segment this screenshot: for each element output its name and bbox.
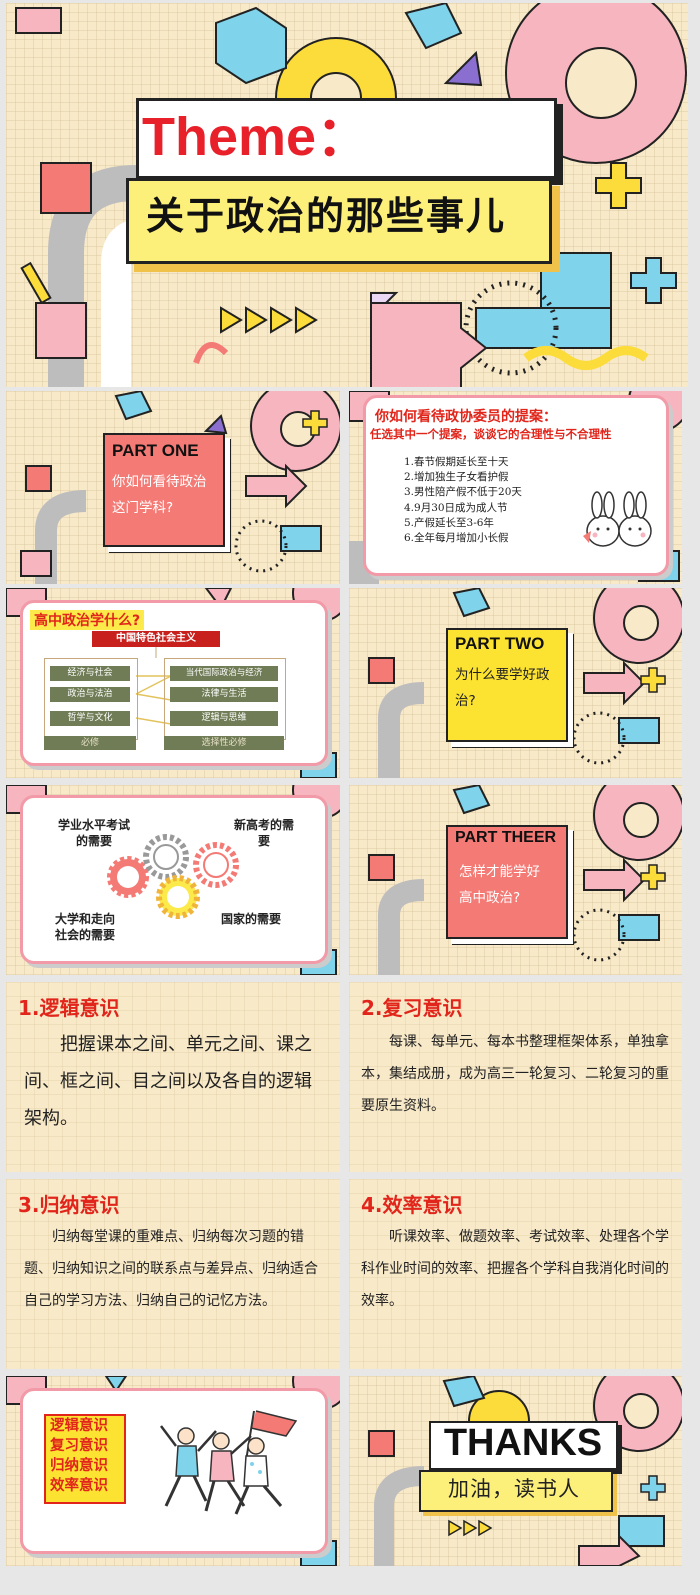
thanks-slide: THANKS 加油，读书人 <box>349 1376 682 1566</box>
theme-heading: Theme： <box>142 107 370 167</box>
part-one-label: PART ONE <box>112 441 199 460</box>
curriculum-slide: 高中政治学什么? 中国特色社会主义 经济与社会 政治与法治 哲学与文化 当代国际… <box>6 588 340 778</box>
gears-graphic <box>107 834 239 919</box>
elective-subject: 法律与生活 <box>170 687 278 702</box>
part-two-decoration <box>368 588 682 778</box>
section-title: 4.效率意识 <box>361 1193 463 1217</box>
part-three-slide: PART THEER 怎样才能学好高中政治? <box>349 785 682 975</box>
needs-slide: 学业水平考试的需要 新高考的需要 大学和走向社会的需要 国家的需要 <box>6 785 340 975</box>
required-subject: 哲学与文化 <box>50 711 130 726</box>
part-three-question: 怎样才能学好高中政治? <box>459 864 540 906</box>
section-body: 每课、每单元、每本书整理框架体系，单独拿本，集结成册，成为高三一轮复习、二轮复习… <box>361 1034 669 1114</box>
proposal-item: 3.男性陪产假不低于20天 <box>404 486 522 499</box>
theme-colon: ： <box>316 107 371 167</box>
summary-slide: 逻辑意识 复习意识 归纳意识 效率意识 <box>6 1376 340 1566</box>
proposal-title: 你如何看待政协委员的提案： <box>375 409 557 425</box>
proposal-slide: 你如何看待政协委员的提案： 任选其中一个提案，谈谈它的合理性与不合理性 1.春节… <box>349 391 682 584</box>
thanks-title-box <box>429 1421 618 1470</box>
need-label: 新高考的需要 <box>234 818 295 848</box>
required-subject: 政治与法治 <box>50 687 130 702</box>
section-induction-slide: 3.归纳意识 归纳每堂课的重难点、归纳每次习题的错题、归纳知识之间的联系点与差异… <box>6 1179 340 1369</box>
required-label: 必修 <box>44 736 136 750</box>
curriculum-banner: 中国特色社会主义 <box>92 631 220 647</box>
part-two-slide: PART TWO 为什么要学好政治? <box>349 588 682 778</box>
thanks-subtitle-box <box>419 1470 613 1512</box>
part-two-card <box>446 628 568 742</box>
thanks-title: THANKS <box>443 1422 603 1464</box>
thanks-subtitle: 加油，读书人 <box>448 1477 580 1501</box>
section-logic-slide: 1.逻辑意识 把握课本之间、单元之间、课之间、框之间、目之间以及各自的逻辑架构。 <box>6 982 340 1172</box>
proposal-item: 5.产假延长至3-6年 <box>404 516 494 529</box>
summary-list: 逻辑意识 复习意识 归纳意识 效率意识 <box>50 1416 108 1496</box>
section-body: 听课效率、做题效率、考试效率、处理各个学科作业时间的效率、把握各个学科自我消化时… <box>361 1229 669 1309</box>
elective-subject: 逻辑与思维 <box>170 711 278 726</box>
curriculum-title: 高中政治学什么? <box>30 610 145 630</box>
part-one-slide: PART ONE 你如何看待政治这门学科? <box>6 391 340 584</box>
proposal-instruction: 任选其中一个提案，谈谈它的合理性与不合理性 <box>370 427 612 441</box>
cover-subtitle-box <box>126 178 552 264</box>
curriculum-connectors <box>135 647 172 725</box>
part-one-card <box>103 433 225 547</box>
part-one-question: 你如何看待政治这门学科? <box>112 474 207 516</box>
theme-label: Theme <box>142 107 317 167</box>
section-review-slide: 2.复习意识 每课、每单元、每本书整理框架体系，单独拿本，集结成册，成为高三一轮… <box>349 982 682 1172</box>
part-three-card <box>446 825 568 939</box>
proposal-item: 2.增加独生子女看护假 <box>404 471 509 484</box>
summary-item: 效率意识 <box>50 1478 108 1494</box>
required-subject: 经济与社会 <box>50 666 130 681</box>
part-two-label: PART TWO <box>455 634 545 653</box>
elective-subject: 当代国际政治与经济 <box>170 666 278 681</box>
part-two-question: 为什么要学好政治? <box>455 667 550 709</box>
cover-subtitle: 关于政治的那些事儿 <box>146 194 507 238</box>
proposal-card <box>363 395 669 576</box>
cover-slide: Theme： 关于政治的那些事儿 <box>6 3 688 387</box>
section-title: 1.逻辑意识 <box>18 996 120 1020</box>
part-one-decoration <box>20 391 340 584</box>
part-three-decoration <box>368 785 682 975</box>
proposal-item: 4.9月30日成为成人节 <box>404 501 508 514</box>
section-body: 把握课本之间、单元之间、课之间、框之间、目之间以及各自的逻辑架构。 <box>24 1034 312 1129</box>
elective-label: 选择性必修 <box>164 736 284 750</box>
running-people-illustration <box>160 1410 298 1515</box>
bunnies-illustration <box>583 491 652 547</box>
need-label: 国家的需要 <box>220 912 281 926</box>
need-label: 大学和走向社会的需要 <box>54 912 115 942</box>
summary-item: 逻辑意识 <box>50 1418 108 1434</box>
cover-title-box <box>136 98 557 179</box>
section-body: 归纳每堂课的重难点、归纳每次习题的错题、归纳知识之间的联系点与差异点、归纳适合自… <box>24 1229 318 1309</box>
summary-item: 复习意识 <box>50 1438 108 1454</box>
proposal-list: 1.春节假期延长至十天 2.增加独生子女看护假 3.男性陪产假不低于20天 4.… <box>404 455 522 546</box>
section-efficiency-slide: 4.效率意识 听课效率、做题效率、考试效率、处理各个学科作业时间的效率、把握各个… <box>349 1179 682 1369</box>
summary-box <box>44 1414 126 1504</box>
proposal-item: 1.春节假期延长至十天 <box>404 456 509 468</box>
section-title: 3.归纳意识 <box>18 1193 120 1217</box>
proposal-item: 6.全年每月增加小长假 <box>404 532 509 545</box>
summary-item: 归纳意识 <box>50 1458 108 1474</box>
part-three-label: PART THEER <box>455 829 557 846</box>
section-title: 2.复习意识 <box>361 996 463 1020</box>
need-label: 学业水平考试的需要 <box>58 818 131 848</box>
